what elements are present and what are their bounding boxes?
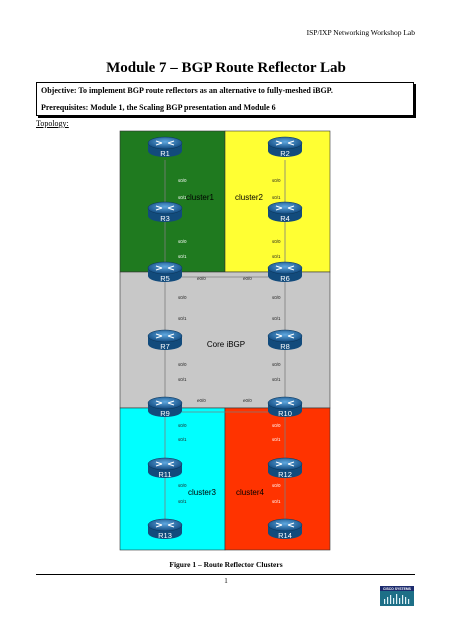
- core-ibgp-label: Core iBGP: [207, 340, 245, 349]
- footer-rule: [36, 574, 415, 575]
- iface-label: s0/1: [178, 499, 187, 504]
- iface-label: s0/1: [178, 316, 187, 321]
- iface-label: s0/1: [272, 316, 281, 321]
- cluster4-label: cluster4: [236, 488, 265, 497]
- topology-diagram: cluster1 cluster2 Core iBGP cluster3 clu…: [119, 130, 331, 551]
- router-r13: R13: [147, 518, 183, 540]
- router-label: R8: [280, 342, 290, 351]
- iface-label: s0/0: [178, 295, 187, 300]
- router-label: R10: [278, 409, 292, 418]
- iface-label: s0/1: [272, 254, 281, 259]
- running-header: ISP/IXP Networking Workshop Lab: [306, 28, 415, 37]
- router-r8: R8: [267, 329, 303, 351]
- iface-label: s0/1: [178, 437, 187, 442]
- router-r6: R6: [267, 261, 303, 283]
- router-label: R6: [280, 274, 290, 283]
- router-r3: R3: [147, 201, 183, 223]
- iface-label: e0/0: [197, 276, 206, 281]
- router-label: R13: [158, 531, 172, 540]
- router-label: R9: [160, 409, 170, 418]
- cluster1-label: cluster1: [186, 193, 215, 202]
- router-r14: R14: [267, 518, 303, 540]
- iface-label: e0/0: [197, 398, 206, 403]
- topology-label: Topology:: [36, 119, 69, 128]
- iface-label: s0/1: [178, 254, 187, 259]
- router-label: R4: [280, 214, 290, 223]
- iface-label: e0/0: [243, 276, 252, 281]
- iface-label: s0/0: [272, 178, 281, 183]
- router-label: R5: [160, 274, 170, 283]
- iface-label: s0/0: [272, 295, 281, 300]
- iface-label: s0/1: [272, 437, 281, 442]
- iface-label: s0/0: [272, 483, 281, 488]
- router-label: R14: [278, 531, 292, 540]
- router-r9: R9: [147, 396, 183, 418]
- iface-label: s0/0: [178, 423, 187, 428]
- router-r1: R1: [147, 136, 183, 158]
- iface-label: s0/0: [178, 362, 187, 367]
- iface-label: s0/1: [178, 195, 187, 200]
- router-label: R12: [278, 470, 292, 479]
- figure-caption: Figure 1 – Route Reflector Clusters: [169, 560, 283, 569]
- iface-label: s0/1: [272, 499, 281, 504]
- iface-label: e0/0: [243, 398, 252, 403]
- iface-label: s0/0: [272, 362, 281, 367]
- iface-label: s0/0: [272, 239, 281, 244]
- router-label: R2: [280, 149, 290, 158]
- iface-label: s0/1: [272, 195, 281, 200]
- router-r10: R10: [267, 396, 303, 418]
- cluster3-label: cluster3: [188, 488, 217, 497]
- objective-text: Objective: To implement BGP route reflec…: [41, 86, 333, 95]
- prerequisites-text: Prerequisites: Module 1, the Scaling BGP…: [41, 103, 276, 112]
- iface-label: s0/0: [178, 239, 187, 244]
- router-r11: R11: [147, 457, 183, 479]
- svg-text:CISCO SYSTEMS: CISCO SYSTEMS: [383, 587, 412, 591]
- iface-label: s0/1: [272, 377, 281, 382]
- iface-label: s0/0: [272, 423, 281, 428]
- router-r12: R12: [267, 457, 303, 479]
- objective-box: Objective: To implement BGP route reflec…: [36, 82, 414, 116]
- page-title: Module 7 – BGP Route Reflector Lab: [106, 60, 346, 76]
- router-label: R7: [160, 342, 170, 351]
- router-r2: R2: [267, 136, 303, 158]
- router-label: R1: [160, 149, 170, 158]
- iface-label: s0/0: [178, 483, 187, 488]
- router-label: R11: [158, 470, 171, 479]
- iface-label: s0/1: [178, 377, 187, 382]
- router-r7: R7: [147, 329, 183, 351]
- router-r5: R5: [147, 261, 183, 283]
- cluster2-label: cluster2: [235, 193, 264, 202]
- router-label: R3: [160, 214, 170, 223]
- iface-label: s0/0: [178, 178, 187, 183]
- cisco-systems-logo: CISCO SYSTEMS: [380, 586, 414, 606]
- router-r4: R4: [267, 201, 303, 223]
- page-number: 1: [224, 577, 228, 585]
